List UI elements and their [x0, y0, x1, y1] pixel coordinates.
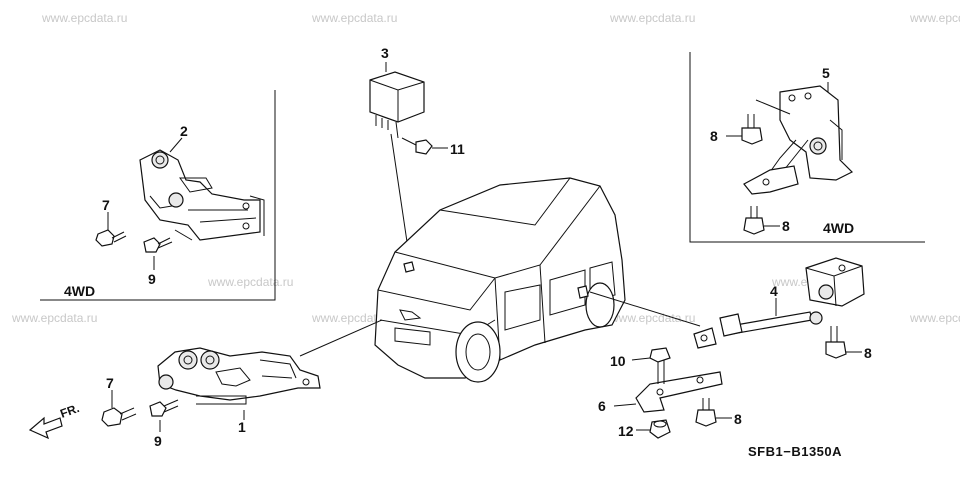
bolt-part-11	[401, 137, 433, 155]
leader-line	[169, 137, 183, 153]
callout-8-sensor: 8	[864, 345, 872, 361]
callout-4: 4	[770, 283, 778, 299]
callout-12: 12	[618, 423, 634, 439]
leader-line	[631, 357, 651, 361]
callout-11: 11	[450, 141, 465, 157]
callout-3: 3	[381, 45, 389, 61]
bolt-part-8	[825, 326, 847, 359]
callout-7-main: 7	[106, 375, 114, 391]
callout-8-box-top: 8	[710, 128, 718, 144]
bolt-part-8	[743, 206, 765, 235]
nut-part-12	[649, 419, 671, 439]
flange-bolt-part-7	[101, 407, 137, 427]
watermark: www.epcdata.ru	[207, 275, 293, 289]
bolt-part-8	[695, 398, 717, 427]
flange-bolt-part-7	[95, 229, 127, 247]
callout-5: 5	[822, 65, 830, 81]
variant-label-4wd-right: 4WD	[823, 220, 854, 236]
callout-1: 1	[238, 419, 246, 435]
callout-7-box: 7	[102, 197, 110, 213]
rear-sensor-4wd-part-5	[743, 85, 854, 195]
variant-label-4wd-left: 4WD	[64, 283, 95, 299]
bolt-part-10	[649, 347, 671, 384]
callout-8-box-bottom: 8	[782, 218, 790, 234]
callout-9-box: 9	[148, 271, 156, 287]
callout-10: 10	[610, 353, 626, 369]
front-sensor-4wd-part-2	[139, 149, 265, 241]
front-arrow-label: FR.	[58, 401, 81, 421]
watermark: www.epcdata.ru	[609, 11, 695, 25]
leader-line	[589, 291, 701, 327]
leader-line	[613, 403, 637, 407]
4wd-frame-right	[689, 52, 925, 243]
callout-2: 2	[180, 123, 188, 139]
front-direction-arrow: FR.	[28, 401, 81, 440]
callout-9-main: 9	[154, 433, 162, 449]
vehicle-illustration	[374, 177, 626, 383]
control-unit-part-3	[369, 71, 425, 139]
diagram-code: SFB1−B1350A	[748, 444, 842, 459]
watermark: www.epcdata.ru	[609, 311, 695, 325]
rear-sensor-part-4	[693, 257, 865, 349]
leader-line	[299, 319, 383, 357]
watermark: www.epcdata.ru	[311, 11, 397, 25]
bolt-part-8	[741, 114, 763, 145]
leader-line	[755, 99, 791, 115]
4wd-frame-left	[40, 90, 276, 301]
bracket-part-6	[635, 371, 723, 413]
watermark: www.epcdata.ru	[909, 11, 960, 25]
front-sensor-part-1	[157, 347, 321, 405]
callout-6: 6	[598, 398, 606, 414]
bolt-part-9	[149, 399, 179, 417]
watermark: www.epcdata.ru	[41, 11, 127, 25]
watermark: www.epcdata.ru	[11, 311, 97, 325]
watermark: www.epcdata.ru	[909, 311, 960, 325]
bolt-part-9	[143, 237, 173, 253]
callout-8-bracket: 8	[734, 411, 742, 427]
leader-line	[174, 229, 193, 241]
